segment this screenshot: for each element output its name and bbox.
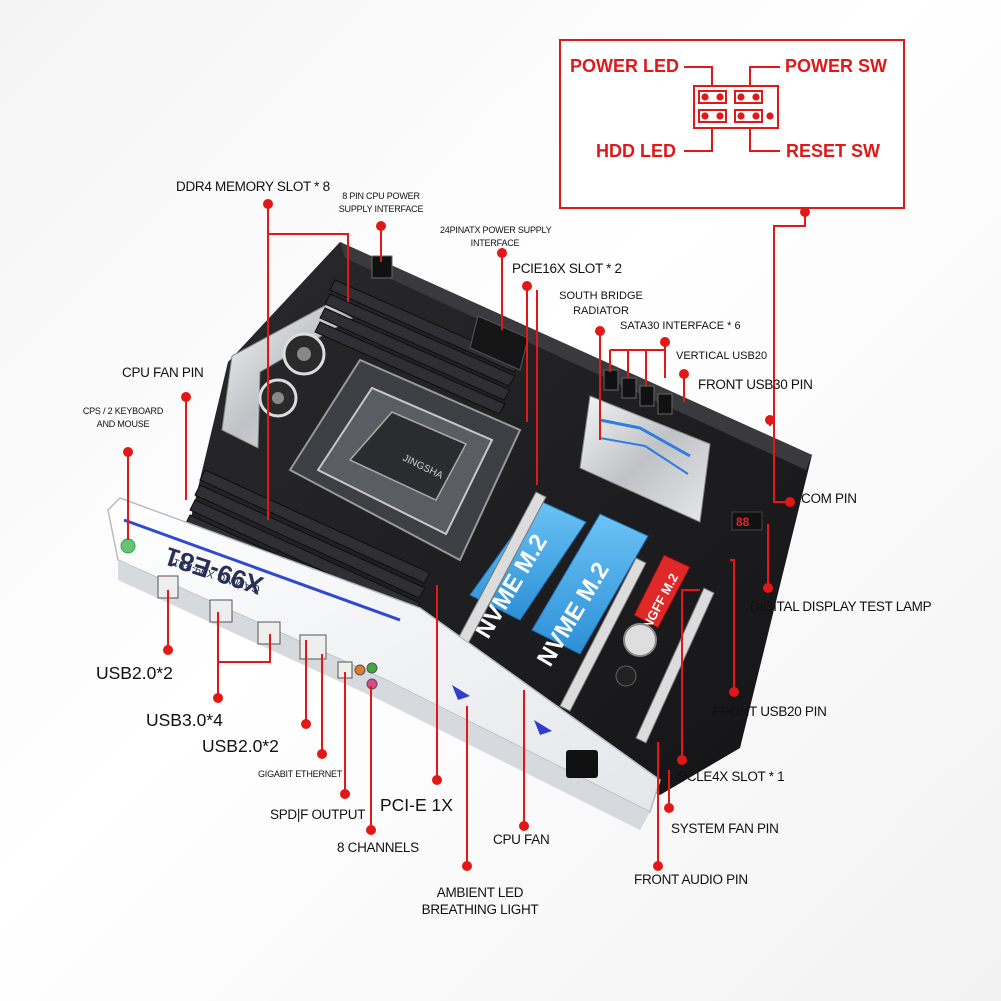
cpu-power-label-line1: 8 PIN CPU POWER (342, 191, 420, 201)
usb30-label: USB3.0*4 (146, 710, 223, 730)
cmos-battery (623, 623, 657, 657)
hdd-led-label: HDD LED (596, 141, 676, 161)
south-bridge-heatsink (579, 395, 711, 523)
pcie1-label: PCI-E 1X (380, 795, 453, 815)
front-usb20-label: FRONT USB20 PIN (712, 704, 827, 719)
io-arrow-marks (452, 685, 552, 735)
header-pins (701, 93, 774, 120)
usb20-b-label: USB2.0*2 (202, 736, 279, 756)
vertical-usb-label: VERTICAL USB20 (676, 350, 768, 362)
sata-label: SATA30 INTERFACE * 6 (620, 320, 741, 332)
south-bridge-label-line1: SOUTH BRIDGE (559, 290, 643, 302)
cpu-power-label: 8 PIN CPU POWER SUPPLY INTERFACE (333, 191, 429, 215)
io-ports (120, 538, 378, 690)
board-pcb (178, 242, 812, 795)
sata-ports (603, 369, 673, 415)
south-bridge-label-line2: RADIATOR (573, 305, 629, 318)
atx-power-label-line1: 24PINATX POWER SUPPLY (440, 225, 552, 235)
ddr4-label: DDR4 MEMORY SLOT * 8 (176, 179, 330, 194)
reset-sw-label: RESET SW (786, 141, 881, 161)
atx-power-label: 24PINATX POWER SUPPLY INTERFACE (440, 225, 552, 249)
gigabit-label: GIGABIT ETHERNET (258, 769, 343, 779)
pcie16-label: PCIE16X SLOT * 2 (512, 261, 622, 276)
cpu-fan-label: CPU FAN (493, 832, 550, 847)
power-sw-label: POWER SW (785, 56, 887, 76)
eight-channels-label: 8 CHANNELS (337, 840, 419, 855)
cpu-power-label-line2: SUPPLY INTERFACE (338, 203, 424, 214)
pcie4-label: PCLE4X SLOT * 1 (678, 769, 785, 784)
m2-heatsink-right (531, 513, 649, 655)
power-led-label: POWER LED (570, 56, 680, 76)
front-usb30-label: FRONT USB30 PIN (698, 377, 813, 392)
leader-pcie4 (681, 589, 700, 760)
front-audio-label: FRONT AUDIO PIN (634, 872, 748, 887)
ambient-led-label-line1: AMBIENT LED (436, 885, 524, 900)
pin-header (693, 85, 779, 129)
ngff-slot (633, 554, 691, 629)
digital-lamp-label: DIGITAL DISPLAY TEST LAMP (750, 599, 932, 614)
leader-com (773, 214, 806, 503)
south-bridge-label: SOUTH BRIDGE RADIATOR (556, 290, 646, 317)
atx-power-label-line2: INTERFACE (470, 237, 520, 248)
ambient-led-label: AMBIENT LED BREATHING LIGHT (412, 885, 548, 918)
ps2-label-line1: CPS / 2 KEYBOARD (82, 406, 164, 416)
debug-display (731, 511, 763, 531)
ps2-label: CPS / 2 KEYBOARD AND MOUSE (70, 406, 176, 430)
ps2-label-line2: AND MOUSE (96, 418, 150, 429)
callout-dots (123, 199, 810, 871)
ambient-led-label-line2: BREATHING LIGHT (421, 901, 539, 917)
usb20-a-label: USB2.0*2 (96, 663, 173, 683)
svg-text:88: 88 (736, 515, 750, 529)
atx-connector (469, 315, 529, 371)
spdif-label: SPD|F OUTPUT (270, 807, 366, 822)
system-fan-label: SYSTEM FAN PIN (671, 821, 779, 836)
com-pin-label: COM PIN (801, 491, 857, 506)
pcie-slots (451, 491, 715, 744)
leader-front-usb20 (730, 559, 735, 690)
dimm-slots-upper (314, 279, 521, 415)
rear-connector-block (566, 750, 598, 778)
cpu-fan-pin-label: CPU FAN PIN (122, 365, 204, 380)
